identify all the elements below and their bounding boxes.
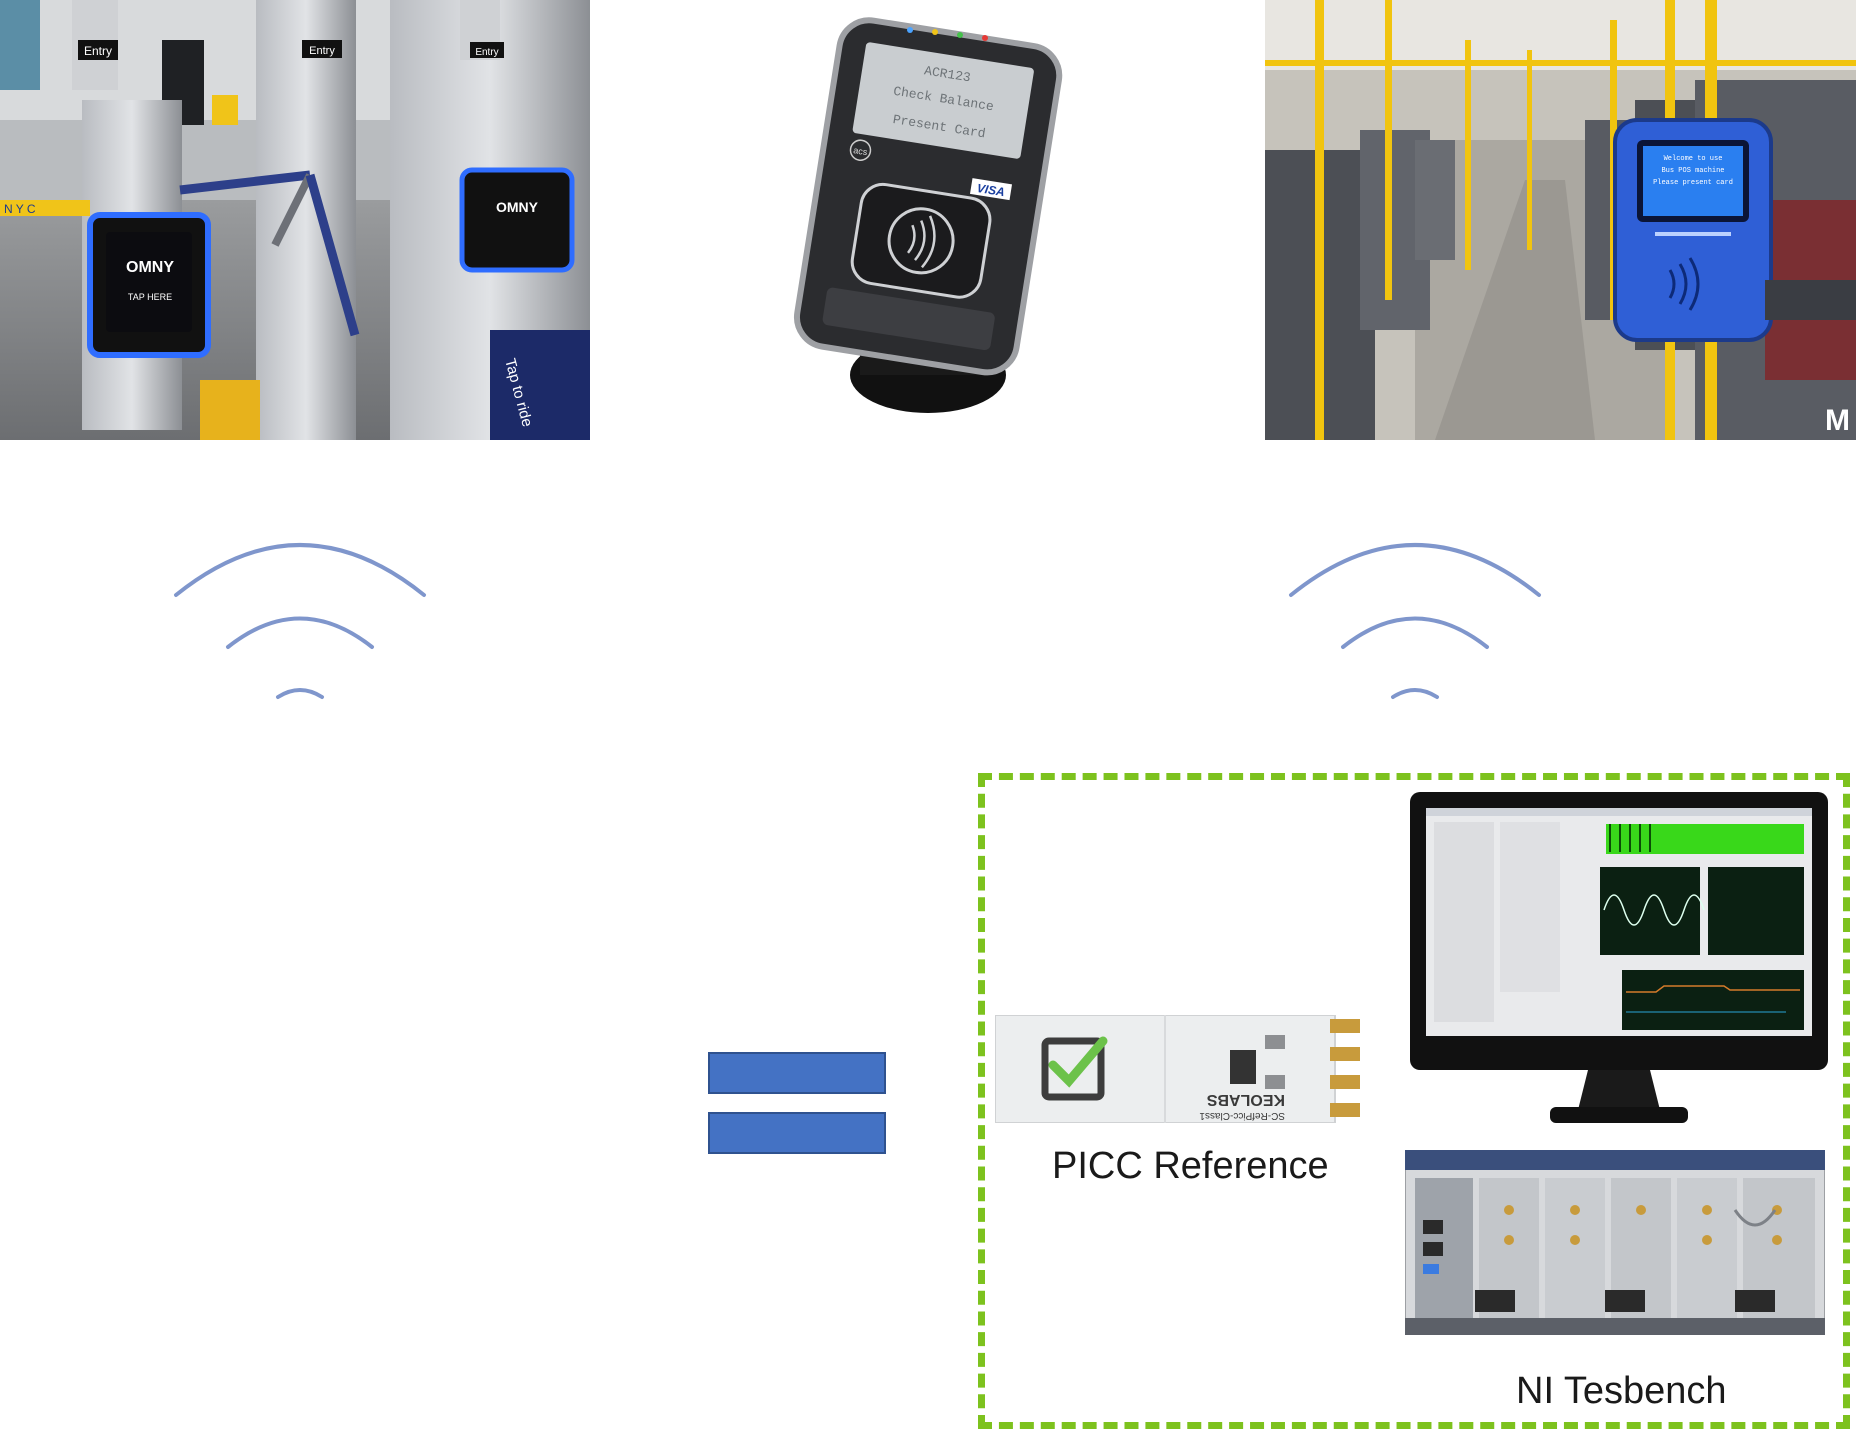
entry-sign [78, 40, 118, 60]
visa-logo: VISA [976, 181, 1006, 199]
picc-reference-label: PICC Reference [1052, 1145, 1329, 1187]
contactless-reader-photo: ACR123 Check Balance Present Card acs VI… [760, 0, 1080, 440]
nfc-tap-area [850, 182, 992, 299]
validator-screen [1643, 146, 1743, 216]
svg-text:M: M [1825, 404, 1850, 437]
envelope-plot [1622, 970, 1804, 1030]
board-brand-text: KEOLABS [1206, 1091, 1285, 1108]
validator-screen-line: Please present card [1653, 179, 1733, 187]
bus-validator-photo: Welcome to use Bus POS machine Please pr… [1265, 0, 1856, 440]
validator-screen-line: Bus POS machine [1661, 167, 1724, 175]
bus-illustration: Welcome to use Bus POS machine Please pr… [1265, 0, 1856, 440]
contactless-icon [1668, 257, 1700, 311]
labview-monitor [1410, 792, 1828, 1132]
waveform-plot [1708, 867, 1804, 955]
wifi-icon [170, 535, 430, 705]
entry-sign-text: Entry [309, 45, 335, 57]
turnstile-photo: Entry Entry Entry N Y C OMNY TAP HERE OM… [0, 0, 590, 440]
sma-connector [1330, 1019, 1360, 1033]
entry-sign-text: Entry [84, 44, 112, 58]
omny-label: OMNY [126, 259, 174, 276]
sma-connector [1330, 1075, 1360, 1089]
acs-logo: acs [853, 145, 869, 157]
board-model-text: SC-RefPicc-Class1 [1199, 1110, 1285, 1121]
turnstile-illustration: Entry Entry Entry N Y C OMNY TAP HERE OM… [0, 0, 590, 440]
spectrum-plot [1606, 824, 1804, 854]
sma-connector [1330, 1103, 1360, 1117]
reader-screen [852, 42, 1034, 159]
picc-reference-board: KEOLABS SC-RefPicc-Class1 [995, 1015, 1380, 1123]
ni-pxi-chassis [1405, 1150, 1825, 1335]
tap-here-label: TAP HERE [128, 292, 172, 302]
waveform-plot [1600, 867, 1700, 955]
equals-sign-bottom-bar [708, 1112, 886, 1154]
acr123-illustration: ACR123 Check Balance Present Card acs VI… [793, 17, 1063, 413]
contactless-icon [887, 207, 955, 275]
omny-reader-right [459, 167, 575, 273]
equals-sign-top-bar [708, 1052, 886, 1094]
reader-screen-line: ACR123 [923, 63, 972, 85]
keolabs-logo [1041, 1037, 1105, 1101]
nyc-stripe-text: N Y C [4, 202, 36, 216]
sma-connector [1330, 1047, 1360, 1061]
ni-testbench-label: NI Tesbench [1516, 1370, 1727, 1412]
entry-sign-text: Entry [475, 47, 498, 58]
wifi-icon [1285, 535, 1545, 705]
omny-label: OMNY [496, 199, 539, 215]
validator-screen-line: Welcome to use [1664, 155, 1723, 163]
testbench-group-box [978, 773, 1850, 1429]
